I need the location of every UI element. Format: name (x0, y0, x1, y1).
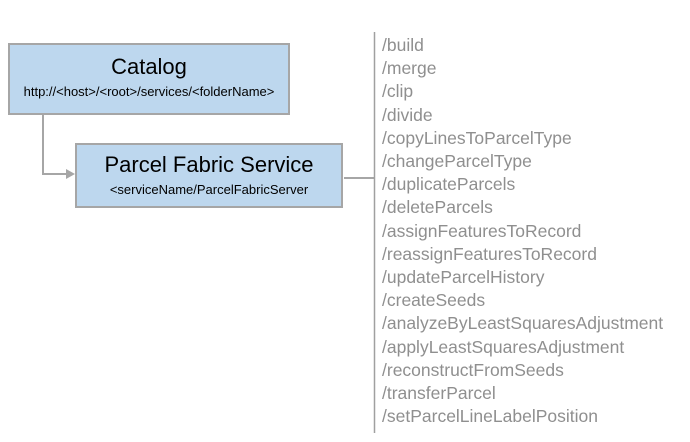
endpoint-item: /duplicateParcels (382, 174, 516, 195)
endpoint-item: /applyLeastSquaresAdjustment (382, 336, 625, 357)
endpoint-list: /build/merge/clip/divide/copyLinesToParc… (382, 34, 663, 428)
endpoint-item: /clip (382, 81, 414, 102)
service-subtitle: <serviceName/ParcelFabricServer (109, 182, 309, 197)
endpoint-item: /deleteParcels (382, 197, 493, 218)
endpoint-item: /transferParcel (382, 383, 496, 404)
catalog-box: Catalog http://<host>/<root>/services/<f… (8, 43, 290, 115)
catalog-to-service-connector (42, 115, 66, 175)
endpoint-item: /merge (382, 58, 437, 79)
parcel-fabric-service-box: Parcel Fabric Service <serviceName/Parce… (75, 143, 343, 208)
endpoint-item: /reconstructFromSeeds (382, 359, 564, 380)
connector-arrowhead-icon (66, 169, 75, 179)
endpoint-item: /setParcelLineLabelPosition (382, 406, 598, 427)
endpoint-item: /changeParcelType (382, 151, 532, 172)
endpoint-item: /createSeeds (382, 290, 486, 311)
catalog-url: http://<host>/<root>/services/<folderNam… (23, 84, 275, 99)
endpoint-item: /analyzeByLeastSquaresAdjustment (382, 313, 664, 334)
endpoint-item: /divide (382, 104, 433, 125)
endpoint-item: /copyLinesToParcelType (382, 127, 572, 148)
endpoint-item: /build (382, 35, 424, 55)
endpoint-item: /reassignFeaturesToRecord (382, 243, 597, 264)
catalog-title: Catalog (111, 54, 187, 79)
endpoint-item: /assignFeaturesToRecord (382, 220, 582, 241)
endpoint-item: /updateParcelHistory (382, 267, 545, 288)
service-title: Parcel Fabric Service (104, 152, 314, 177)
